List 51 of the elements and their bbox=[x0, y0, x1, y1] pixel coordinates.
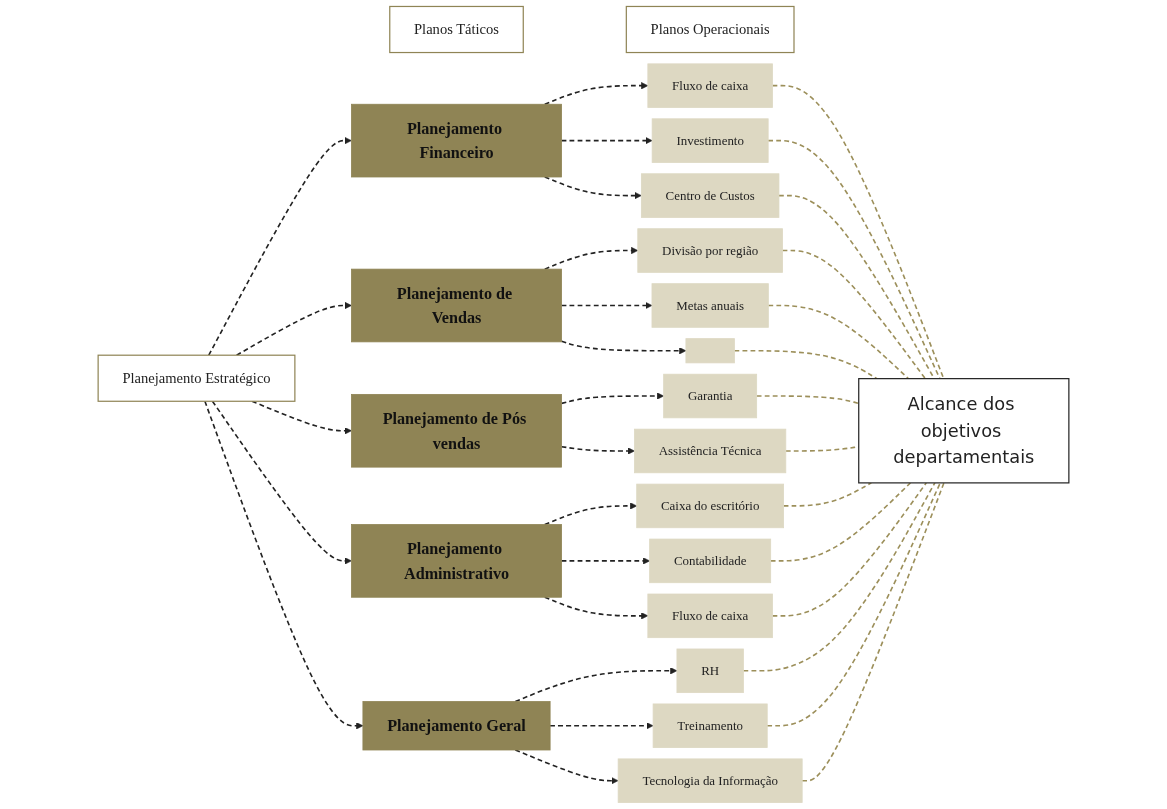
node-box: Assistência Técnica bbox=[634, 428, 787, 474]
connector bbox=[778, 194, 936, 380]
connector bbox=[742, 482, 936, 672]
connector bbox=[782, 482, 873, 507]
arrow bbox=[543, 502, 638, 526]
arrow bbox=[235, 301, 352, 356]
connector bbox=[767, 304, 910, 380]
node-box: Investimento bbox=[651, 118, 769, 163]
arrow bbox=[514, 667, 678, 703]
arrow bbox=[543, 176, 642, 200]
arrow bbox=[251, 400, 352, 435]
node-box: Planejamento Geral bbox=[362, 701, 551, 751]
arrow bbox=[560, 557, 650, 565]
connector bbox=[767, 139, 941, 380]
node-box: Alcance dos objetivos departamentais bbox=[858, 378, 1070, 484]
node-box: Contabilidade bbox=[649, 538, 772, 584]
node-box: Planejamento Estratégico bbox=[97, 354, 296, 402]
connector bbox=[771, 84, 945, 380]
node-box: Treinamento bbox=[652, 703, 768, 748]
arrow bbox=[207, 137, 352, 356]
arrow bbox=[211, 400, 352, 565]
node-box: Divisão por região bbox=[637, 228, 783, 273]
arrow bbox=[560, 340, 687, 355]
arrow bbox=[543, 82, 649, 106]
node-box: Fluxo de caixa bbox=[647, 593, 773, 639]
arrow bbox=[560, 445, 635, 455]
node-box: Planejamento Administrativo bbox=[351, 524, 562, 598]
arrow bbox=[560, 392, 664, 405]
node-box: Planejamento de Pós vendas bbox=[351, 394, 562, 468]
node-box: Metas anuais bbox=[651, 283, 769, 328]
node-box: Fluxo de caixa bbox=[647, 63, 773, 108]
arrow bbox=[560, 137, 653, 145]
connector bbox=[733, 349, 878, 380]
node-box: Garantia bbox=[663, 373, 758, 419]
node-box: Caixa do escritório bbox=[636, 483, 784, 529]
connector bbox=[769, 482, 912, 562]
node-box: Planos Táticos bbox=[389, 5, 524, 54]
connector bbox=[801, 482, 945, 782]
connector bbox=[771, 482, 928, 617]
node-box: Centro de Custos bbox=[640, 173, 780, 218]
connector bbox=[781, 249, 927, 380]
node-box: Tecnologia da Informação bbox=[617, 758, 803, 803]
node-box: Planejamento de Vendas bbox=[351, 268, 562, 343]
arrow bbox=[560, 301, 653, 310]
arrow bbox=[204, 400, 364, 730]
node-box: Planos Operacionais bbox=[625, 5, 795, 54]
node-box: Planejamento Financeiro bbox=[351, 103, 562, 178]
arrow bbox=[549, 722, 654, 730]
node-box bbox=[685, 338, 735, 364]
node-box: RH bbox=[676, 648, 744, 694]
connector bbox=[766, 482, 942, 727]
